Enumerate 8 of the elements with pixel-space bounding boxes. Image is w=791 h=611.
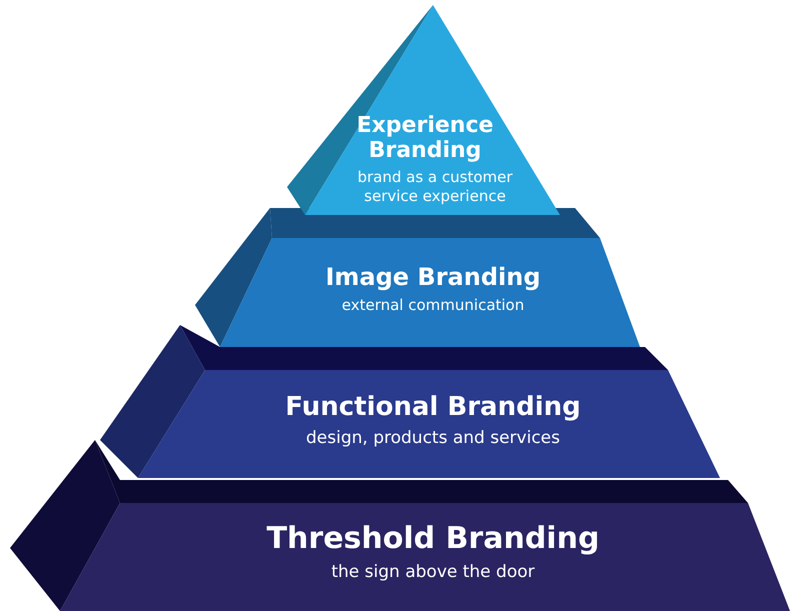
tier-title: Functional Branding [284, 393, 582, 423]
tier-description: external communication [340, 296, 526, 316]
tier-title: Image Branding [324, 264, 542, 292]
tier-description: design, products and services [305, 426, 561, 449]
tier-description: brand as a customer service experience [356, 168, 514, 207]
tier-title: Experience Branding [356, 113, 494, 164]
tier-description: the sign above the door [330, 560, 536, 583]
tier-title: Threshold Branding [266, 522, 600, 556]
